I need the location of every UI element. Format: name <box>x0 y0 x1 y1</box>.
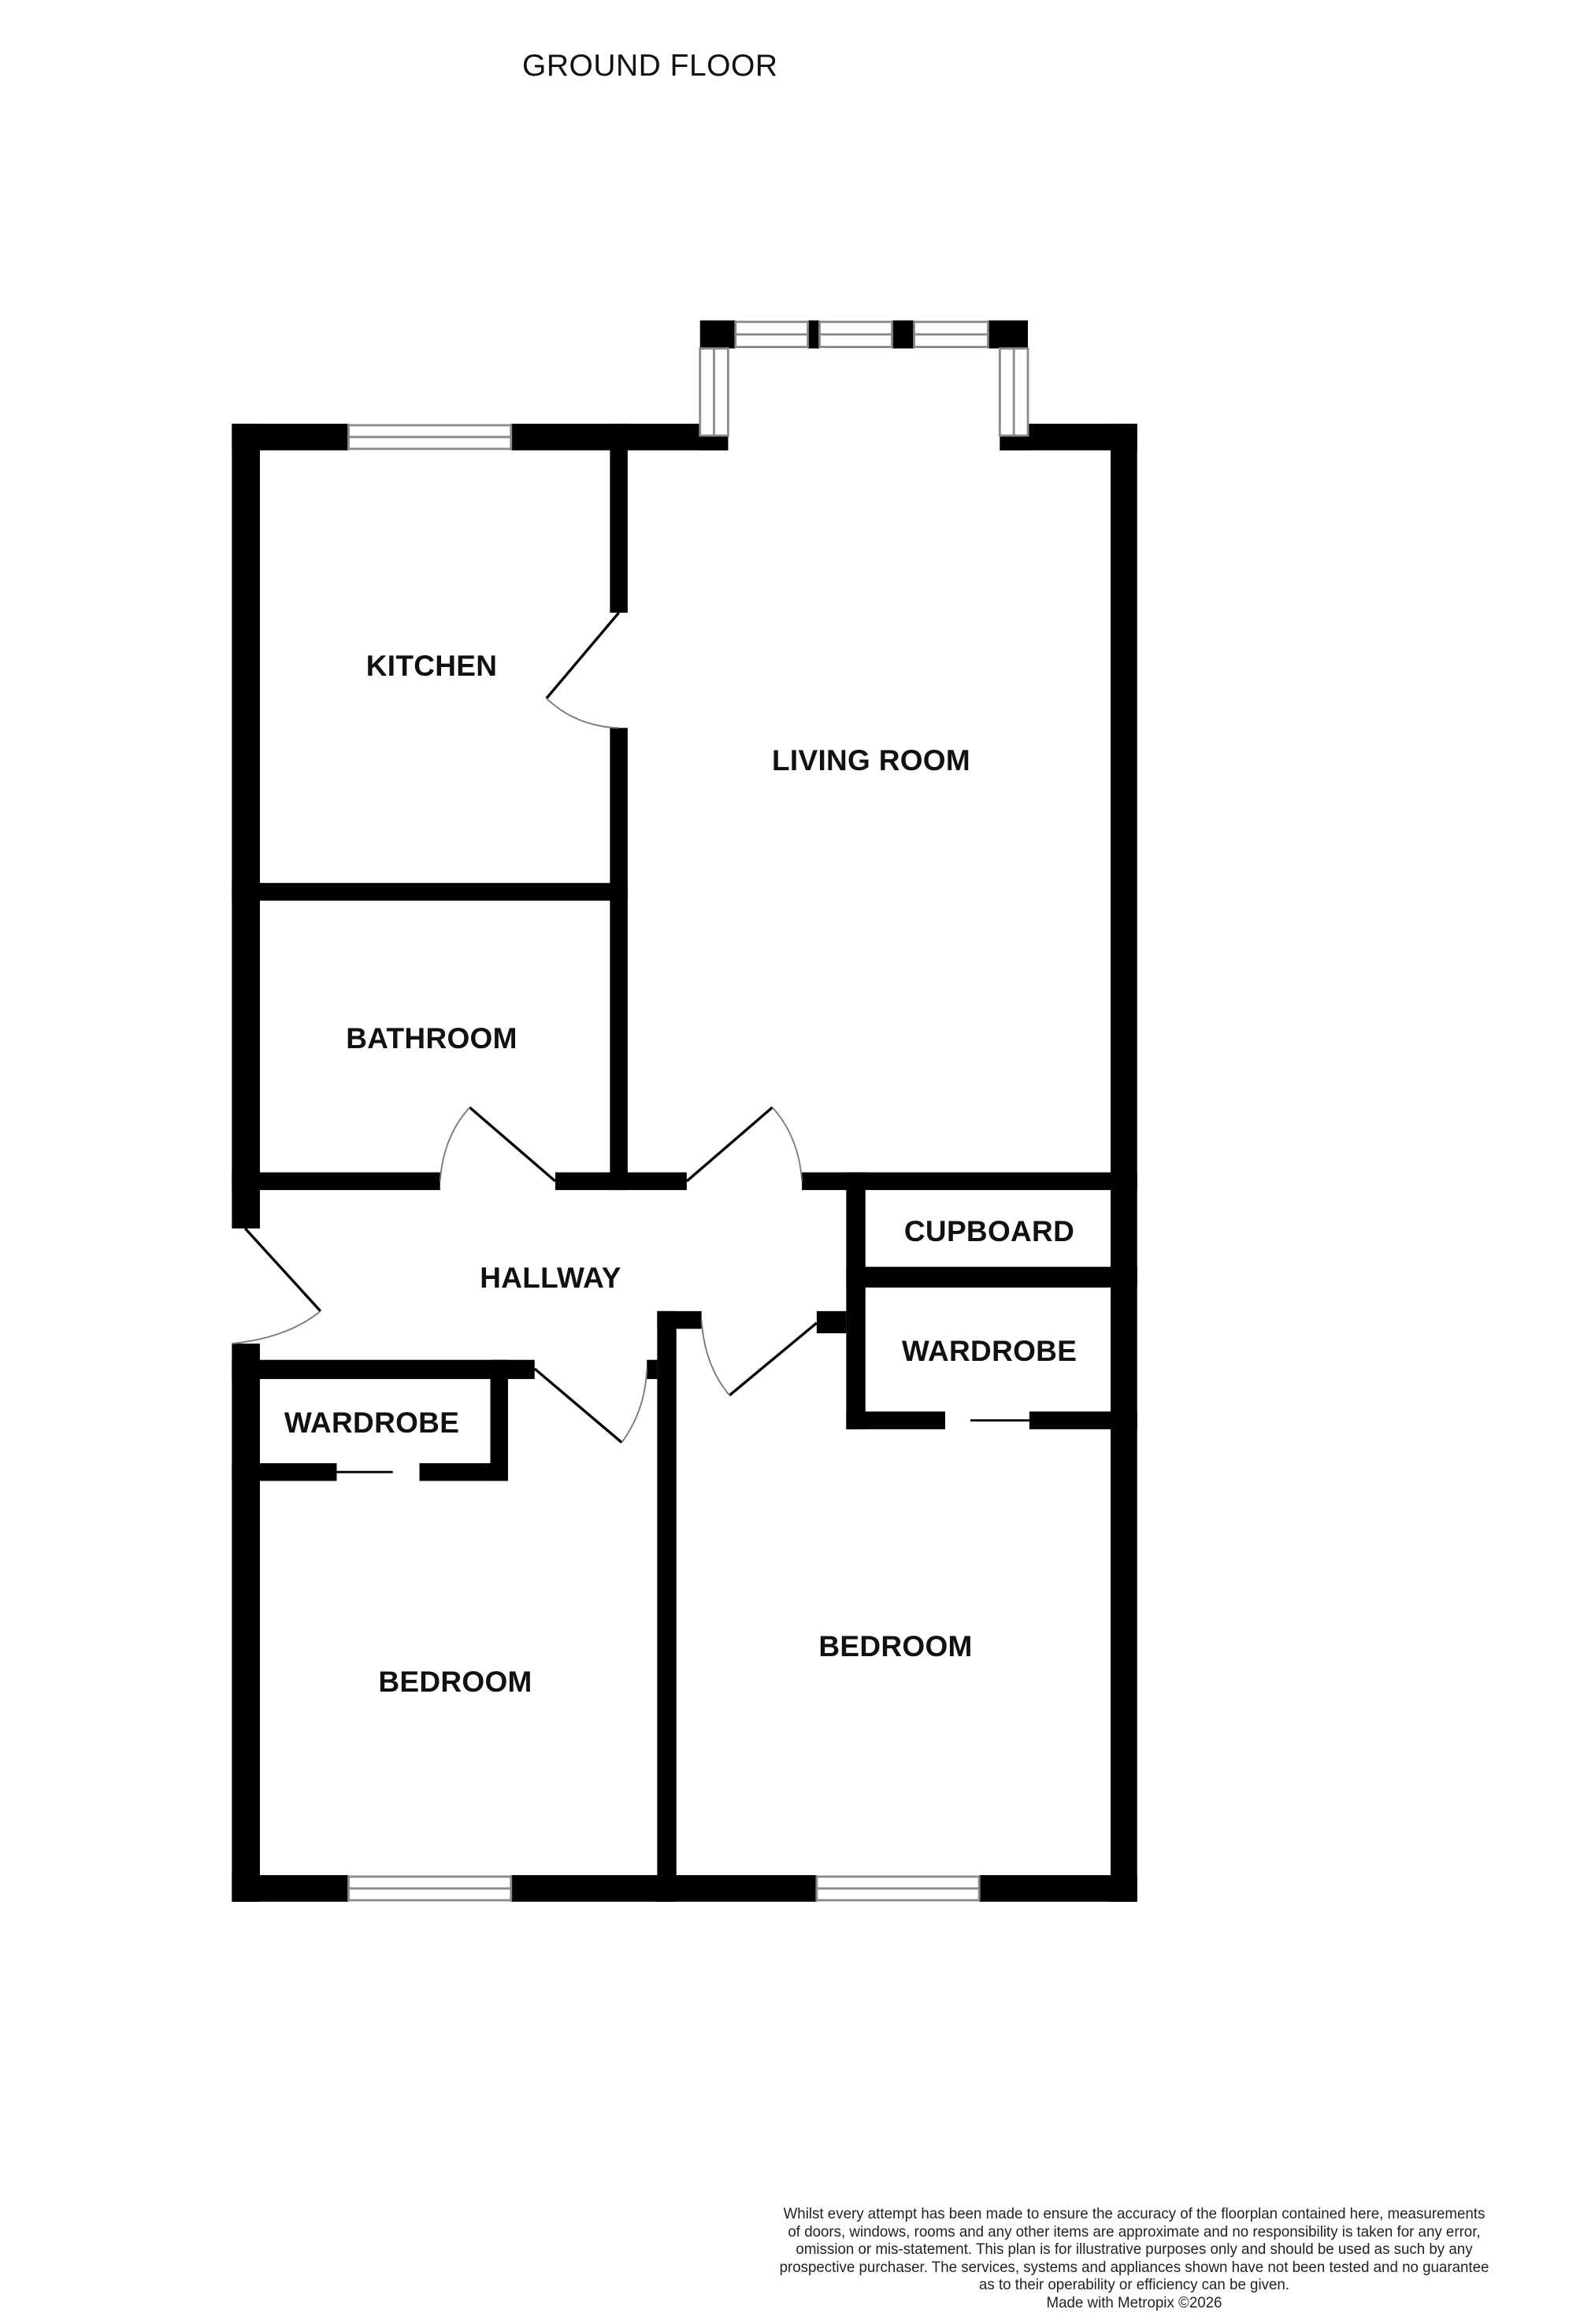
room-label-wardrobe-right: WARDROBE <box>901 1335 1078 1367</box>
doors <box>232 611 1029 1473</box>
disclaimer-line: prospective purchaser. The services, sys… <box>779 2258 1489 2276</box>
room-label-living-room: LIVING ROOM <box>771 744 971 777</box>
disclaimer-line: of doors, windows, rooms and any other i… <box>788 2222 1481 2241</box>
room-label-cupboard: CUPBOARD <box>903 1215 1075 1247</box>
floor-title: GROUND FLOOR <box>522 49 778 83</box>
room-label-bathroom: BATHROOM <box>346 1022 517 1055</box>
windows <box>347 321 1029 1902</box>
disclaimer-line: Whilst every attempt has been made to en… <box>783 2205 1486 2222</box>
disclaimer: Whilst every attempt has been made to en… <box>760 2205 1508 2311</box>
walls <box>232 320 1137 1902</box>
credit: Made with Metropix ©2026 <box>1046 2293 1222 2311</box>
disclaimer-line: omission or mis-statement. This plan is … <box>796 2241 1473 2258</box>
room-label-hallway: HALLWAY <box>480 1262 621 1294</box>
room-label-bedroom-left: BEDROOM <box>378 1666 532 1698</box>
room-label-kitchen: KITCHEN <box>365 650 498 682</box>
room-label-wardrobe-left: WARDROBE <box>284 1407 460 1439</box>
disclaimer-line: as to their operability or efficiency ca… <box>978 2276 1290 2293</box>
room-label-bedroom-right: BEDROOM <box>818 1630 973 1662</box>
